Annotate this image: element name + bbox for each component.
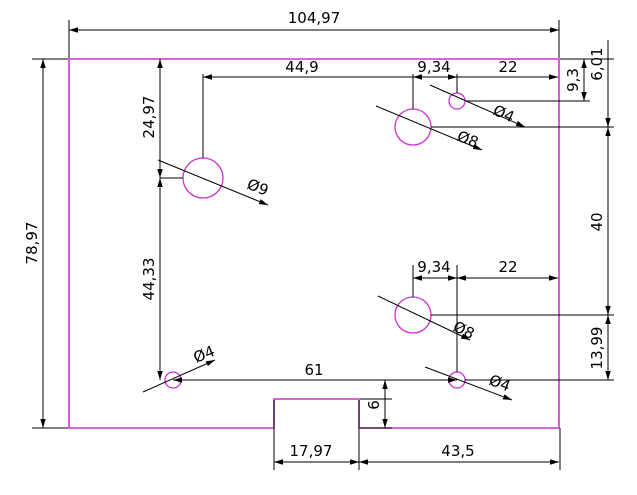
hole-top-right-small (448, 92, 466, 110)
dimension-texts: 104,97 78,97 44,9 9,34 22 9,3 6,01 24,97… (23, 9, 606, 460)
dim-overall-width: 104,97 (288, 9, 341, 27)
diameter-leaders (142, 84, 526, 401)
hole-label-lower-right-large: Ø8 (450, 317, 477, 343)
dim-small-hole-offset-y: 9,3 (564, 68, 582, 92)
dim-lower-vertical: 13,99 (588, 327, 606, 370)
hole-lower-right-large (394, 296, 432, 334)
dim-left-hole-offset-y: 24,97 (140, 96, 158, 139)
dim-lower-right-offset: 22 (498, 258, 517, 276)
dim-top-hole-offset-x: 44,9 (285, 58, 318, 76)
dim-lower-hole-spacing: 9,34 (417, 258, 450, 276)
dim-overall-height: 78,97 (23, 222, 41, 265)
dim-top-right-offset: 22 (498, 58, 517, 76)
dim-top-edge-offset: 6,01 (588, 47, 606, 80)
hole-label-bottom-left-small: Ø4 (191, 342, 218, 367)
dim-right-vertical-spacing: 40 (588, 212, 606, 231)
hole-label-top-right-small: Ø4 (490, 101, 517, 126)
hole-label-large-left: Ø9 (245, 175, 272, 200)
dim-notch-depth: 6 (365, 400, 383, 410)
part-outline (68, 58, 560, 429)
dim-top-hole-spacing: 9,34 (417, 58, 450, 76)
dim-left-hole-vertical: 44,33 (140, 258, 158, 301)
dim-bottom-hole-spacing: 61 (304, 361, 323, 379)
dim-notch-right-offset: 43,5 (441, 442, 474, 460)
dimension-lines (40, 27, 611, 465)
dim-notch-width: 17,97 (290, 442, 333, 460)
extension-lines (32, 20, 614, 470)
